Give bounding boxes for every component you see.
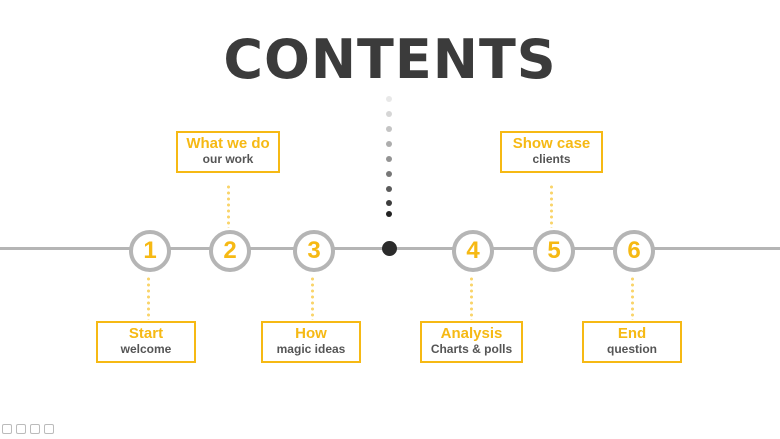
label-2-title: What we do — [186, 135, 270, 152]
node-5[interactable]: 5 — [533, 230, 575, 272]
connector-2 — [227, 184, 230, 228]
connector-3 — [311, 276, 314, 320]
node-3[interactable]: 3 — [293, 230, 335, 272]
node-6[interactable]: 6 — [613, 230, 655, 272]
label-3-sub: magic ideas — [276, 342, 346, 356]
label-5-title: Show case — [512, 135, 591, 152]
node-1[interactable]: 1 — [129, 230, 171, 272]
label-6-sub: question — [607, 342, 657, 356]
slideshow-toolbar — [2, 424, 54, 436]
label-4-sub: Charts & polls — [430, 342, 513, 356]
node-4[interactable]: 4 — [452, 230, 494, 272]
label-box-1[interactable]: Start welcome — [96, 321, 196, 363]
label-box-5[interactable]: Show case clients — [500, 131, 603, 173]
connector-5 — [550, 184, 553, 228]
label-4-title: Analysis — [440, 325, 503, 342]
menu-icon[interactable] — [16, 424, 26, 434]
label-box-4[interactable]: Analysis Charts & polls — [420, 321, 523, 363]
connector-1 — [147, 276, 150, 320]
dot — [386, 200, 392, 206]
label-5-sub: clients — [532, 152, 571, 166]
label-2-sub: our work — [202, 152, 254, 166]
dot — [386, 111, 392, 117]
label-box-6[interactable]: End question — [582, 321, 682, 363]
timeline-center-dot — [382, 241, 397, 256]
prev-icon[interactable] — [2, 424, 12, 434]
connector-4 — [470, 276, 473, 320]
node-2[interactable]: 2 — [209, 230, 251, 272]
dot — [386, 171, 392, 177]
page-title: CONTENTS — [223, 28, 557, 91]
label-3-title: How — [295, 325, 327, 342]
label-1-title: Start — [128, 325, 164, 342]
dot — [386, 156, 392, 162]
dot — [386, 96, 392, 102]
label-6-title: End — [617, 325, 647, 342]
dot — [386, 211, 392, 217]
label-box-3[interactable]: How magic ideas — [261, 321, 361, 363]
dot — [386, 186, 392, 192]
connector-6 — [631, 276, 634, 320]
next-icon[interactable] — [44, 424, 54, 434]
dot — [386, 126, 392, 132]
label-1-sub: welcome — [120, 342, 172, 356]
dot — [386, 141, 392, 147]
label-box-2[interactable]: What we do our work — [176, 131, 280, 173]
pen-icon[interactable] — [30, 424, 40, 434]
